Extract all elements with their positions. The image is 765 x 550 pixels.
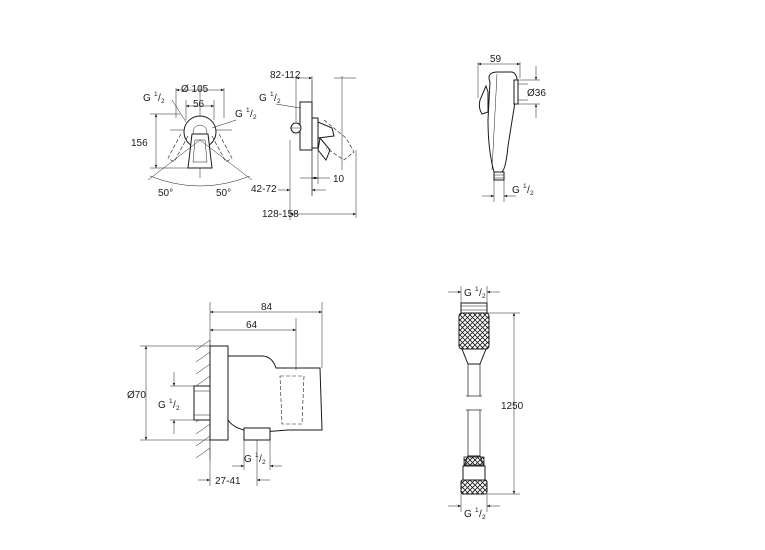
wall-outlet-drawing — [140, 302, 323, 486]
svg-text:2: 2 — [262, 459, 266, 466]
svg-text:1: 1 — [154, 91, 158, 98]
svg-text:/: / — [479, 288, 482, 299]
svg-text:2: 2 — [277, 98, 281, 105]
front-thread-left-label: G 1 / 2 — [143, 91, 165, 105]
svg-text:G: G — [464, 288, 472, 299]
front-diameter-label: Ø 105 — [181, 84, 209, 95]
svg-text:/: / — [250, 109, 253, 120]
svg-text:2: 2 — [482, 293, 486, 300]
hand-shower-diameter-label: Ø36 — [527, 88, 546, 99]
hose-thread-bottom-label: G 1 / 2 — [464, 507, 486, 521]
side-overall-depth-label: 128-158 — [262, 209, 299, 220]
svg-text:/: / — [274, 93, 277, 104]
side-projection-label: 10 — [333, 174, 345, 185]
side-thread-label: G 1 / 2 — [259, 91, 281, 105]
svg-text:2: 2 — [482, 514, 486, 521]
svg-text:G: G — [512, 185, 520, 196]
svg-text:1: 1 — [270, 91, 274, 98]
hand-shower-view: 59 Ø36 G 1 / 2 — [477, 54, 546, 202]
front-height-label: 156 — [131, 138, 148, 149]
svg-text:1: 1 — [255, 452, 259, 459]
svg-text:/: / — [158, 93, 161, 104]
svg-text:2: 2 — [176, 405, 180, 412]
outlet-setting-range-label: 27-41 — [215, 476, 241, 487]
outlet-inner-label: 64 — [246, 320, 258, 331]
svg-text:G: G — [235, 109, 243, 120]
outlet-overall-label: 84 — [261, 302, 273, 313]
svg-text:1: 1 — [523, 183, 527, 190]
side-view: 82-112 10 42-72 128-158 G 1 / 2 — [251, 70, 357, 220]
svg-text:1: 1 — [246, 107, 250, 114]
hand-shower-width-label: 59 — [490, 54, 502, 65]
side-wall-depth-label: 42-72 — [251, 184, 277, 195]
svg-text:/: / — [479, 509, 482, 520]
svg-text:2: 2 — [530, 190, 534, 197]
wall-outlet-view: 84 64 Ø70 27-41 G 1 / 2 G 1 / 2 — [127, 302, 323, 487]
svg-text:G: G — [158, 400, 166, 411]
front-thread-right-label: G 1 / 2 — [235, 107, 257, 121]
hose-thread-top-label: G 1 / 2 — [464, 286, 486, 300]
front-width-label: 56 — [193, 99, 205, 110]
svg-text:2: 2 — [161, 98, 165, 105]
svg-text:1: 1 — [169, 398, 173, 405]
hose-view: 1250 G 1 / 2 G 1 / 2 — [448, 286, 524, 521]
front-angle-right-label: 50° — [216, 188, 231, 199]
side-depth-range-label: 82-112 — [270, 70, 301, 81]
hose-length-label: 1250 — [501, 401, 524, 412]
svg-text:G: G — [259, 93, 267, 104]
svg-text:/: / — [173, 400, 176, 411]
front-view-drawing — [147, 86, 253, 187]
outlet-thread-left-label: G 1 / 2 — [158, 398, 180, 412]
svg-text:1: 1 — [475, 286, 479, 293]
side-view-drawing — [275, 76, 357, 220]
front-angle-left-label: 50° — [158, 188, 173, 199]
hand-shower-drawing — [477, 62, 540, 202]
svg-text:G: G — [464, 509, 472, 520]
svg-text:G: G — [244, 454, 252, 465]
outlet-thread-bottom-label: G 1 / 2 — [244, 452, 266, 466]
svg-text:2: 2 — [253, 114, 257, 121]
hose-drawing — [448, 286, 520, 512]
outlet-diameter-label: Ø70 — [127, 390, 146, 401]
svg-text:/: / — [527, 185, 530, 196]
front-view: Ø 105 56 156 50° 50° G 1 / 2 G 1 / 2 — [131, 84, 257, 199]
svg-text:G: G — [143, 93, 151, 104]
hand-shower-thread-label: G 1 / 2 — [512, 183, 534, 197]
svg-text:1: 1 — [475, 507, 479, 514]
svg-text:/: / — [259, 454, 262, 465]
